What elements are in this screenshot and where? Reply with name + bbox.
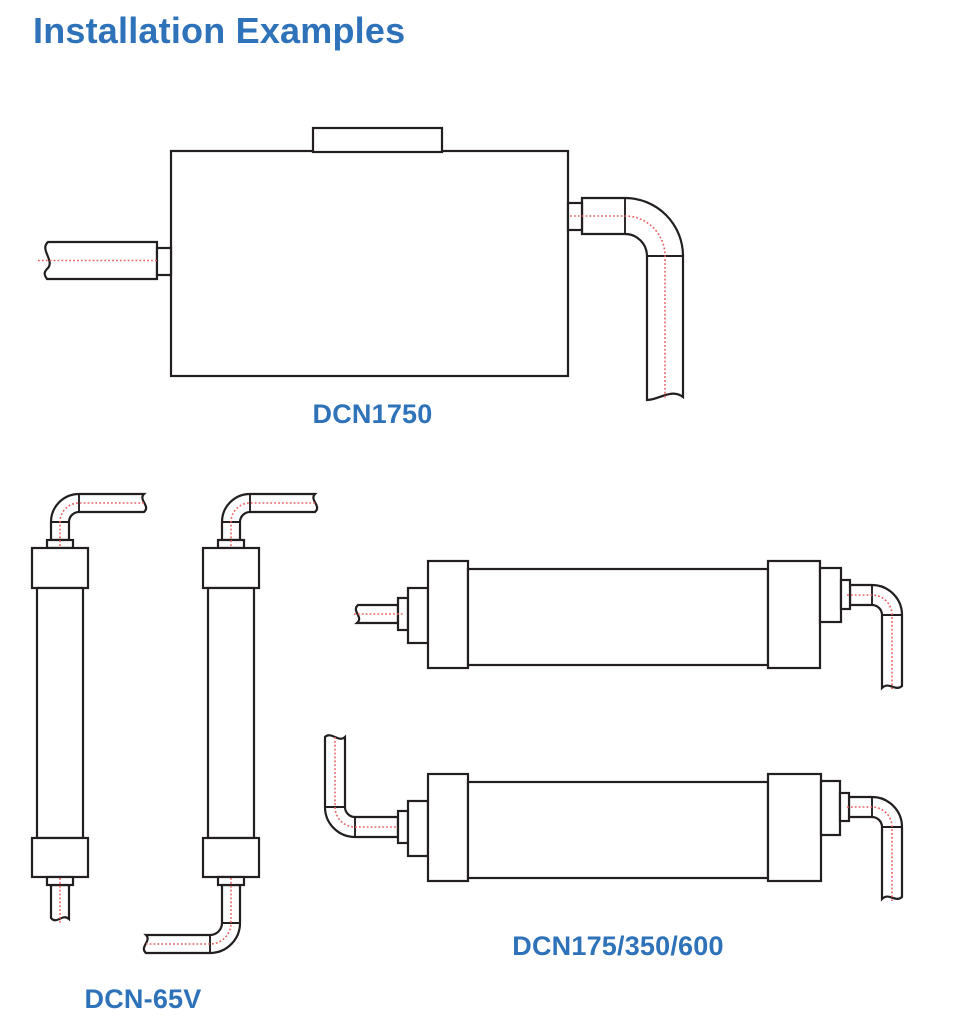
heater-body <box>206 586 256 840</box>
bottom-end-cap <box>30 836 90 879</box>
heater-body <box>35 586 85 840</box>
outlet-centerline <box>847 594 893 690</box>
heater-body <box>466 567 770 667</box>
bottom-elbow-pipe <box>142 883 242 955</box>
left-end-cap <box>426 559 470 670</box>
outlet-collar <box>819 779 842 837</box>
outlet-centerline <box>847 806 893 901</box>
bottom-collar <box>45 875 75 887</box>
outlet-centerline <box>570 215 666 398</box>
top-elbow-pipe <box>49 492 148 542</box>
dcn1750-label: DCN1750 <box>312 399 433 429</box>
inlet-pipe <box>354 603 400 625</box>
dcn65v-unit-2 <box>142 492 319 955</box>
outlet-elbow-pipe <box>848 583 904 691</box>
outlet-small-collar <box>839 578 852 611</box>
inlet-centerline <box>334 737 398 828</box>
bottom-end-cap <box>201 836 261 879</box>
inlet-collar <box>406 799 430 858</box>
top-end-cap <box>30 546 90 590</box>
right-end-cap <box>766 772 823 883</box>
top-centerline <box>59 502 144 547</box>
inlet-small-collar <box>396 809 410 845</box>
outlet-small-collar <box>838 791 851 823</box>
top-flange <box>311 126 444 154</box>
top-elbow-pipe <box>220 492 319 542</box>
top-centerline <box>230 502 315 547</box>
bottom-collar <box>216 875 246 887</box>
inlet-collar <box>406 586 430 645</box>
top-end-cap <box>201 546 261 590</box>
inlet-elbow-pipe <box>323 734 400 839</box>
dcn175-unit-a <box>354 559 904 691</box>
outlet-elbow-pipe <box>580 196 685 402</box>
page-title: Installation Examples <box>33 10 406 51</box>
inlet-small-collar <box>396 596 410 632</box>
outlet-collar <box>818 566 843 624</box>
dcn175-350-600-label: DCN175/350/600 <box>512 931 724 961</box>
left-end-cap <box>426 772 470 883</box>
dcn175-unit-b <box>323 734 904 902</box>
heater-body <box>466 780 770 880</box>
dcn65v-unit-1 <box>30 492 148 924</box>
dcn-65v-label: DCN-65V <box>84 984 202 1014</box>
right-end-cap <box>766 559 822 670</box>
inlet-connector <box>155 246 173 277</box>
outlet-elbow-pipe <box>847 795 904 902</box>
duct-housing <box>169 149 570 378</box>
dcn1750-diagram <box>38 126 685 402</box>
